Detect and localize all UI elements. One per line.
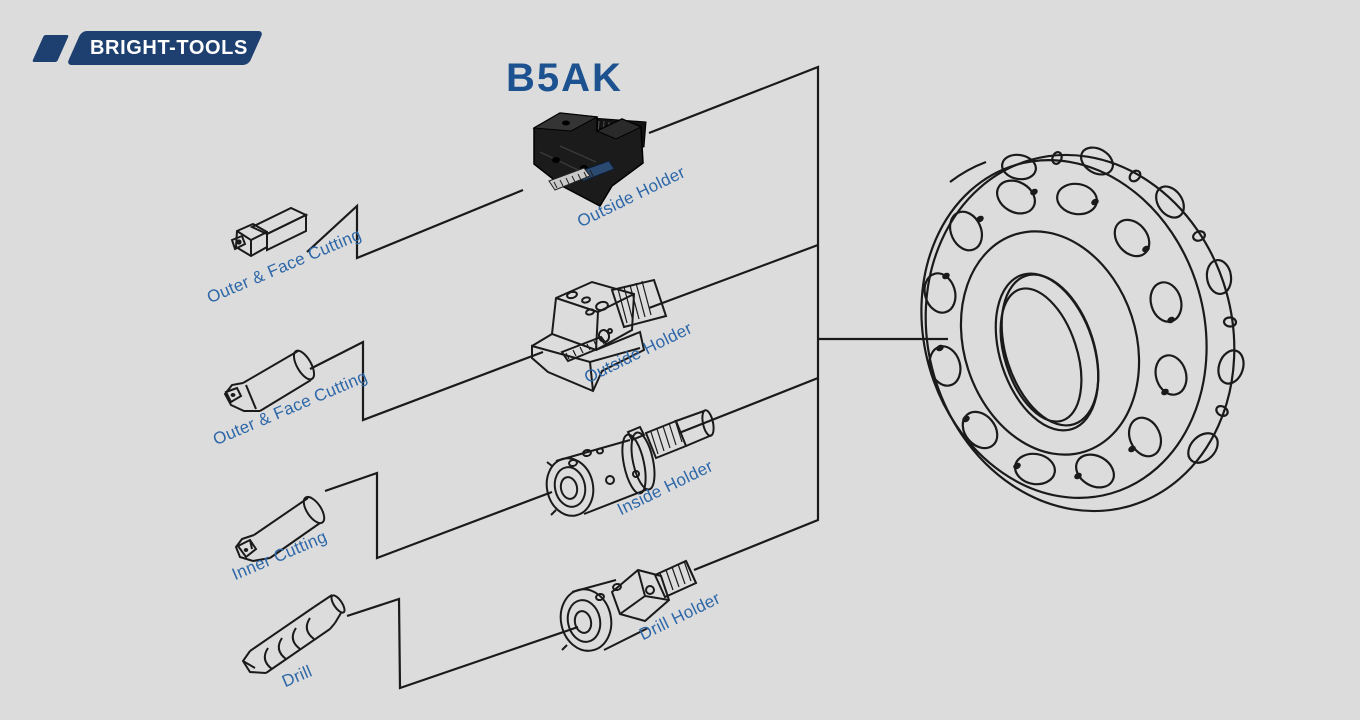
holder-inside-drawing	[545, 409, 715, 517]
connector-row2-right	[648, 243, 819, 310]
holder-outside-1-drawing	[532, 112, 647, 207]
holder-drill-drawing	[559, 559, 698, 652]
brand-logo: BRIGHT-TOOLS	[30, 28, 264, 68]
tool-outer-face-cutting-2-drawing	[223, 349, 316, 412]
holder-outside-2-drawing	[531, 278, 668, 393]
turret-disc-drawing	[920, 146, 1245, 513]
tool-inner-cutting-drawing	[234, 495, 326, 563]
turret-pin-marks	[936, 188, 1175, 480]
connector-row4-left	[346, 597, 579, 690]
tool-outer-face-cutting-1-drawing	[230, 206, 309, 258]
connector-row1-left	[306, 188, 524, 260]
connector-bus	[648, 65, 820, 572]
connector-row3-left	[324, 471, 553, 560]
page-title: B5AK	[506, 56, 623, 100]
tool-drill-drawing	[241, 594, 346, 674]
brand-name: BRIGHT-TOOLS	[90, 37, 248, 59]
turret-rim-holes	[1001, 146, 1245, 464]
brand-logo-stripe	[31, 35, 70, 62]
connector-row2-left	[309, 340, 544, 422]
connector-row3-right	[678, 376, 819, 435]
